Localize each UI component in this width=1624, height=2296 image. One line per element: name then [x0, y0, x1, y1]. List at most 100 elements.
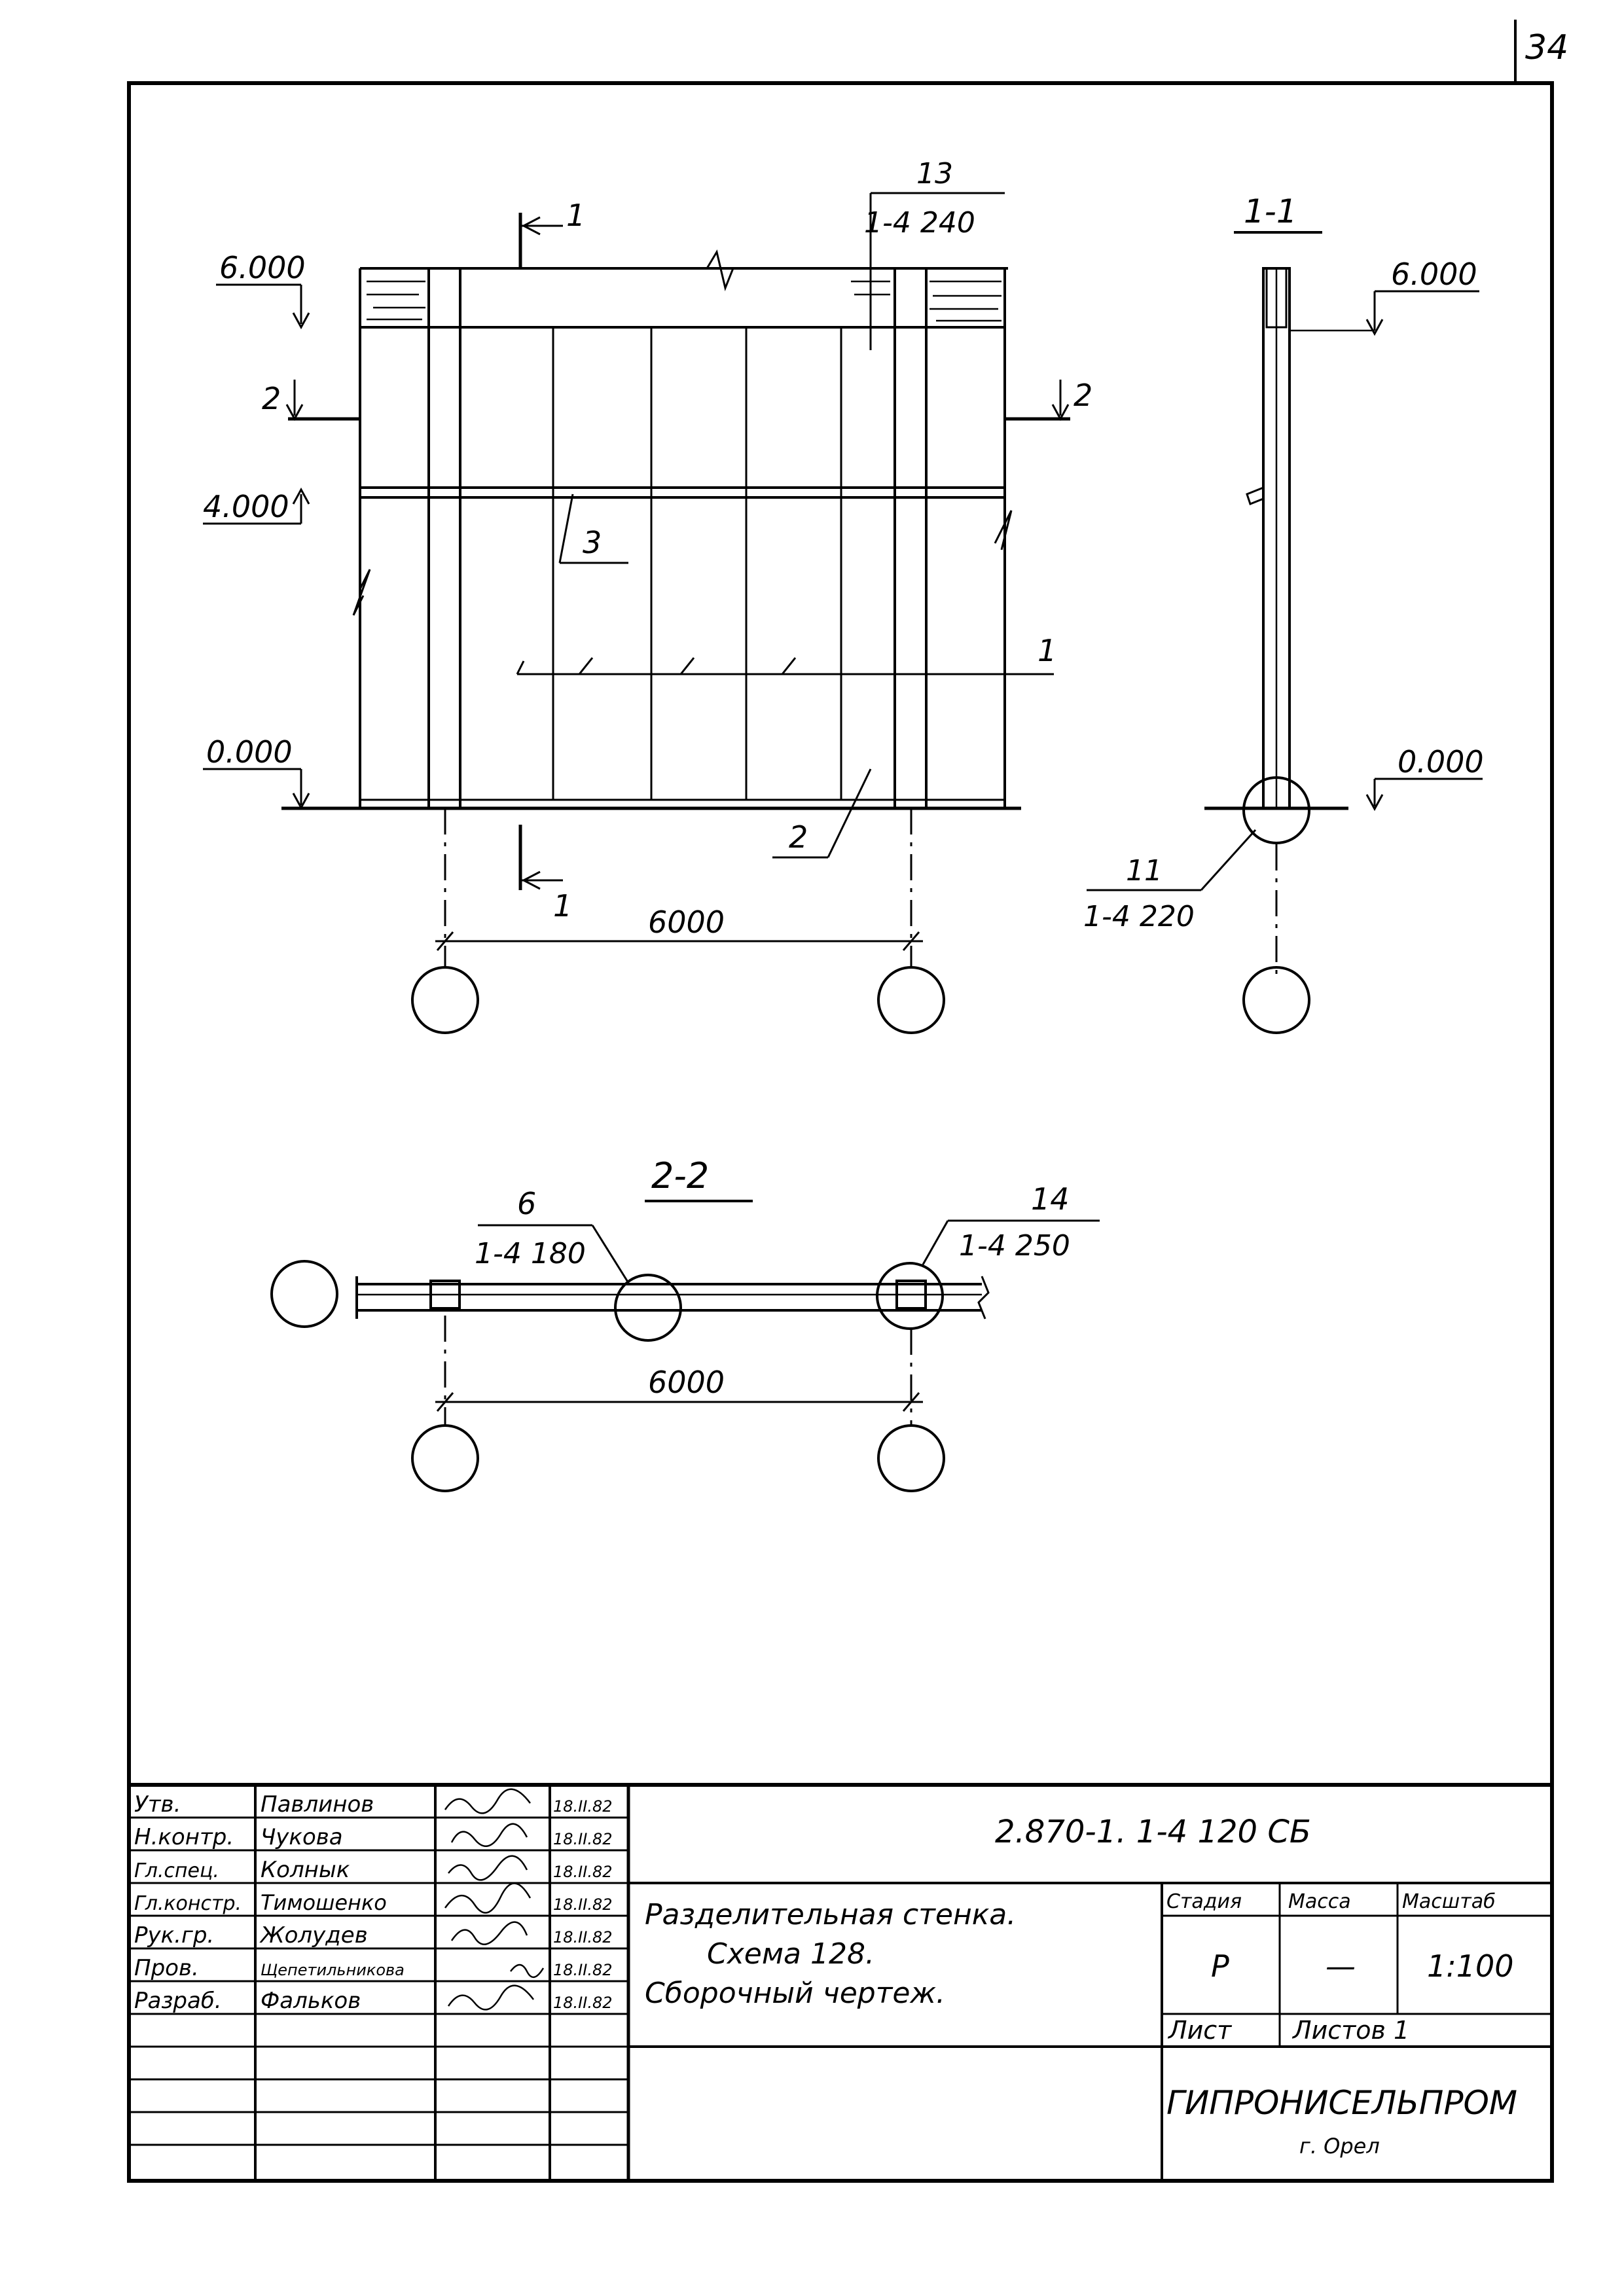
main-elevation-view: 6.000 4.000 0.000 1 1	[203, 157, 1092, 1034]
section-1-1-level-bottom-label: 0.000	[1398, 744, 1484, 780]
svg-text:Фальков: Фальков	[261, 1988, 361, 2014]
svg-text:Колнык: Колнык	[261, 1857, 350, 1883]
svg-text:Гл.констр.: Гл.констр.	[134, 1892, 242, 1915]
header-scale: Масштаб	[1402, 1890, 1496, 1913]
section-cut-2-left: 2	[262, 380, 360, 422]
break-mark-right	[994, 510, 1013, 550]
section-2-2-column-left	[429, 1280, 461, 1310]
svg-text:18.II.82: 18.II.82	[553, 1994, 613, 2012]
sheet-label: Лист	[1167, 2016, 1233, 2045]
section-1-1-title: 1-1	[1244, 192, 1297, 230]
dimension-tick-right	[902, 931, 920, 951]
signature-mark	[444, 1788, 531, 1814]
organization-name: ГИПРОНИСЕЛЬПРОМ	[1166, 2084, 1517, 2122]
section-2-2-break	[977, 1276, 990, 1319]
section-2-2-axis-bubble-left	[270, 1260, 338, 1328]
scale-value: 1:100	[1427, 1948, 1514, 1984]
callout-3: 3	[558, 493, 628, 564]
dimension-tick-left	[436, 931, 454, 951]
svg-text:Утв.: Утв.	[134, 1791, 181, 1818]
section-2-2-axis-bubble-bottom-left	[411, 1424, 479, 1492]
level-label-0000: 0.000	[206, 734, 293, 770]
callout-14-ref: 1-4 250	[959, 1229, 1070, 1263]
section-1-1-level-top: 6.000	[1290, 257, 1479, 336]
title-block: Утв. Павлинов 18.II.82 Н.контр. Чукова 1…	[127, 1783, 1554, 2183]
organization-city: г. Орел	[1299, 2134, 1380, 2159]
callout-6: 6 1-4 180	[475, 1186, 630, 1283]
dimension-6000-label: 6000	[648, 905, 725, 940]
section-cut-1-bottom: 1	[518, 825, 572, 924]
callout-14-number: 14	[1031, 1181, 1070, 1217]
level-mark-0000: 0.000	[203, 734, 310, 810]
column-left	[427, 267, 461, 810]
title-block-frame	[127, 1783, 1554, 2183]
section-1-1-ledger	[1246, 486, 1264, 505]
masonry-hatch-right	[851, 280, 1001, 322]
masonry-hatch-left	[367, 280, 425, 321]
mass-value: —	[1326, 1948, 1356, 1984]
signature-mark	[450, 1823, 528, 1847]
section-2-2-title: 2-2	[651, 1155, 709, 1196]
section-1-1-node-circle	[1242, 776, 1310, 844]
callout-13-ref: 1-4 240	[864, 206, 975, 240]
callout-6-number: 6	[517, 1186, 536, 1221]
column-right	[893, 267, 928, 810]
signature-row-razrab: Разраб. Фальков 18.II.82	[134, 1984, 613, 2014]
svg-text:18.II.82: 18.II.82	[553, 1895, 613, 1914]
signature-row-utv: Утв. Павлинов 18.II.82	[134, 1788, 613, 1818]
level-mark-4000: 4.000	[203, 487, 310, 525]
svg-text:Гл.спец.: Гл.спец.	[134, 1859, 219, 1882]
section-1-1-view: 1-1 6.000 0.000 11 1-4 220	[1083, 192, 1484, 1034]
callout-11-ref: 1-4 220	[1083, 900, 1195, 933]
callout-1-label: 1	[1038, 633, 1056, 668]
callout-1: 1	[1021, 633, 1056, 675]
grid-axis-bubble-left	[411, 966, 479, 1034]
svg-text:Н.контр.: Н.контр.	[134, 1824, 234, 1850]
callout-14: 14 1-4 250	[922, 1181, 1100, 1265]
stage-value: Р	[1211, 1948, 1229, 1984]
reinforcement-ticks	[516, 657, 797, 675]
section-cut-2-right: 2	[1005, 378, 1092, 422]
level-label-6000: 6.000	[219, 250, 306, 285]
svg-text:18.II.82: 18.II.82	[553, 1961, 613, 1979]
svg-text:18.II.82: 18.II.82	[553, 1863, 613, 1881]
cut-1-top-label: 1	[566, 198, 585, 233]
svg-text:18.II.82: 18.II.82	[553, 1797, 613, 1816]
section-1-1-level-bottom: 0.000	[1365, 744, 1484, 812]
drawing-title-line-2: Схема 128.	[707, 1937, 875, 1971]
document-code: 2.870-1. 1-4 120 СБ	[995, 1814, 1311, 1850]
section-2-2-node-circle-14	[876, 1262, 944, 1330]
signature-mark	[450, 1921, 528, 1945]
drawing-title-line-3: Сборочный чертеж.	[645, 1977, 945, 2010]
section-2-2-dimension-tick-right	[902, 1392, 920, 1412]
page-number: 34	[1525, 28, 1568, 67]
signature-mark	[510, 1964, 545, 1978]
section-2-2-view: 2-2 6000 6 1-4 180 14 1-4 250	[270, 1155, 1100, 1492]
svg-text:Разраб.: Разраб.	[134, 1988, 222, 2014]
signature-row-gl-spec: Гл.спец. Колнык 18.II.82	[134, 1855, 613, 1883]
callout-13: 13 1-4 240	[864, 157, 1005, 350]
sheets-count-label: Листов 1	[1291, 2016, 1409, 2045]
callout-13-number: 13	[916, 157, 953, 190]
callout-2-label: 2	[789, 819, 808, 855]
callout-3-label: 3	[583, 525, 602, 560]
section-1-1-top-cap	[1265, 267, 1288, 329]
svg-text:Павлинов: Павлинов	[261, 1791, 374, 1818]
section-2-2-axis-bubble-bottom-right	[877, 1424, 945, 1492]
svg-text:18.II.82: 18.II.82	[553, 1830, 613, 1848]
section-2-2-column-right	[895, 1280, 927, 1310]
svg-text:Тимошенко: Тимошенко	[261, 1890, 387, 1915]
section-1-1-axis-bubble	[1242, 966, 1310, 1034]
signature-mark	[444, 1882, 532, 1914]
section-2-2-dimension-tick-left	[436, 1392, 454, 1412]
header-stage: Стадия	[1166, 1890, 1242, 1913]
section-1-1-level-top-label: 6.000	[1391, 257, 1477, 292]
signature-row-ruk-gr: Рук.гр. Жолудев 18.II.82	[134, 1921, 613, 1948]
cut-2-left-label: 2	[262, 381, 281, 416]
callout-11: 11 1-4 220	[1083, 829, 1257, 933]
callout-6-ref: 1-4 180	[475, 1237, 586, 1270]
signature-row-prov: Пров. Щепетильникова 18.II.82	[134, 1955, 613, 1981]
header-mass: Масса	[1288, 1890, 1351, 1913]
svg-text:Рук.гр.: Рук.гр.	[134, 1922, 214, 1948]
